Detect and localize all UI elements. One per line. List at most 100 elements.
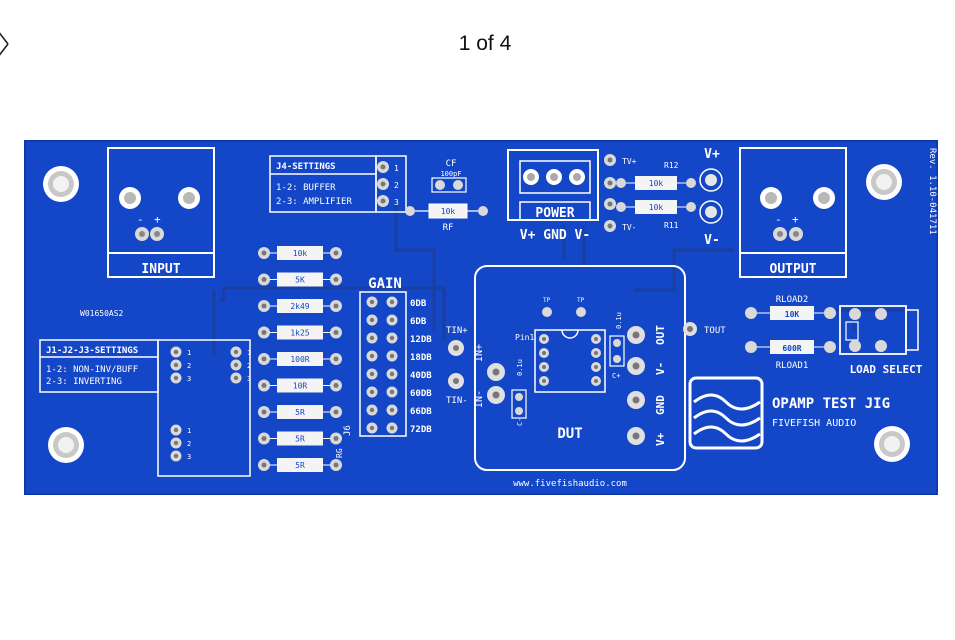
j123-title: J1-J2-J3-SETTINGS <box>46 346 138 356</box>
led-vplus-icon: V+ <box>699 147 723 192</box>
j4-settings: J4-SETTINGS 1-2: BUFFER 2-3: AMPLIFIER 1… <box>269 155 407 213</box>
j123-line1: 1-2: NON-INV/BUFF <box>46 365 138 375</box>
gain-pins <box>366 296 398 434</box>
cf-name: CF <box>446 159 457 169</box>
tv-test-points: TV+ TV- <box>604 154 637 232</box>
rf-name: RF <box>443 223 454 233</box>
dut-label: DUT <box>557 426 582 442</box>
pcb-svg: Rev. 1.10-041711 - + INPUT - + OUTPUT J4… <box>22 138 940 497</box>
gain-level-label: 12DB <box>410 335 432 345</box>
rload1-name: RLOAD1 <box>776 361 809 371</box>
dut-tp-left-label: TP <box>543 297 551 304</box>
gain-resistor: 1k25 <box>258 325 342 340</box>
gain-jumper-label: J6 <box>343 425 353 436</box>
gain-resistor-value: 10R <box>293 382 308 391</box>
gain-level-label: 6DB <box>410 317 427 327</box>
cf-capacitor: CF 100pF <box>431 159 467 193</box>
j4-pin3: 3 <box>394 198 399 207</box>
r12-value: 10k <box>649 179 664 188</box>
r11-value: 10k <box>649 203 664 212</box>
dut-tp-right-label: TP <box>577 297 585 304</box>
j123-settings: J1-J2-J3-SETTINGS 1-2: NON-INV/BUFF 2-3:… <box>39 339 251 477</box>
j4-pin2: 2 <box>394 181 399 190</box>
gain-resistor: 5K <box>258 272 342 287</box>
mounting-hole-tl-icon <box>43 166 79 202</box>
gain-resistor: 100R <box>258 352 342 366</box>
dut-out-label: OUT <box>654 325 667 345</box>
jumper-pin-number: 2 <box>187 362 191 370</box>
close-icon[interactable] <box>0 24 10 64</box>
j4-line1: 1-2: BUFFER <box>276 183 336 193</box>
rg-label: RG <box>335 448 344 458</box>
dut-cap-top-value: 0.1u <box>615 312 623 329</box>
gain-resistor-value: 5R <box>295 408 305 417</box>
website-label: www.fivefishaudio.com <box>513 479 627 489</box>
gain-resistor-value: 5K <box>295 276 305 285</box>
j123-line2: 2-3: INVERTING <box>46 377 122 387</box>
mounting-hole-bl-icon <box>48 427 84 463</box>
mounting-hole-br-icon <box>874 426 910 462</box>
vminus-label: V- <box>704 233 720 248</box>
rload2-resistor: RLOAD2 10K <box>745 295 836 320</box>
input-connector: - + INPUT <box>107 147 215 278</box>
j4-pin1: 1 <box>394 164 399 173</box>
power-connector: POWER V+ GND V- <box>507 149 599 243</box>
r12-resistor: R12 10k <box>616 161 696 190</box>
rf-resistor: 10k RF <box>405 203 488 233</box>
gain-resistor: 5R <box>258 405 342 419</box>
tin-test-points: TIN+ TIN- <box>446 326 468 406</box>
jumper-pin-number: 3 <box>187 453 191 461</box>
pcb-board: Rev. 1.10-041711 - + INPUT - + OUTPUT J4… <box>22 138 940 497</box>
jumper-pin-number: 2 <box>247 362 251 370</box>
rload1-resistor: 600R RLOAD1 <box>745 340 836 371</box>
output-connector: - + OUTPUT <box>739 147 847 278</box>
brand-title: OPAMP TEST JIG <box>772 396 890 412</box>
gain-title: GAIN <box>368 276 402 292</box>
gain-level-label: 18DB <box>410 353 432 363</box>
rload2-name: RLOAD2 <box>776 295 809 305</box>
led-vminus-icon: V- <box>699 200 723 248</box>
output-label: OUTPUT <box>770 262 817 277</box>
tin-plus-label: TIN+ <box>446 326 468 336</box>
vplus-label: V+ <box>704 147 720 162</box>
jumper-pin-number: 1 <box>187 427 191 435</box>
page-counter: 1 of 4 <box>458 32 512 55</box>
output-plus-label: + <box>792 213 799 226</box>
fivefish-logo-icon <box>688 376 764 450</box>
input-minus-label: - <box>137 213 144 226</box>
tv-plus-label: TV+ <box>622 157 637 166</box>
dut-gnd-label: GND <box>654 395 667 415</box>
dut-in-plus-label: IN+ <box>474 344 485 362</box>
j4-title: J4-SETTINGS <box>276 162 336 172</box>
jumper-pin-number: 3 <box>187 375 191 383</box>
cf-value: 100pF <box>440 170 461 178</box>
brand-subtitle: FIVEFISH AUDIO <box>772 418 856 429</box>
input-plus-label: + <box>154 213 161 226</box>
gain-resistor-value: 100R <box>290 355 309 364</box>
dut-area: IN+ IN- Pin1 TP TP 0.1u C+ 0.1u C- DUT O… <box>474 265 686 471</box>
gain-resistor: 5R <box>258 458 342 472</box>
r11-name: R11 <box>664 221 679 230</box>
tout-test-point: TOUT <box>683 322 726 336</box>
rf-value: 10k <box>441 207 456 216</box>
dut-vplus-label: V+ <box>654 432 667 446</box>
r12-name: R12 <box>664 161 679 170</box>
load-select-switch[interactable]: LOAD SELECT <box>839 305 923 376</box>
output-minus-label: - <box>775 213 782 226</box>
tv-minus-label: TV- <box>622 223 636 232</box>
input-label: INPUT <box>141 262 180 277</box>
power-label: POWER <box>535 206 574 221</box>
mounting-hole-tr-icon <box>866 164 902 200</box>
tout-label: TOUT <box>704 326 726 336</box>
gain-resistor: 10R <box>258 378 342 393</box>
part-number: W01650AS2 <box>80 309 124 318</box>
load-select-label: LOAD SELECT <box>850 363 923 376</box>
jumper-pin-number: 1 <box>247 349 251 357</box>
gain-resistor: 10k <box>258 246 342 260</box>
dut-cap-bottom-value: 0.1u <box>516 359 524 376</box>
dut-vminus-label: V- <box>654 362 667 375</box>
